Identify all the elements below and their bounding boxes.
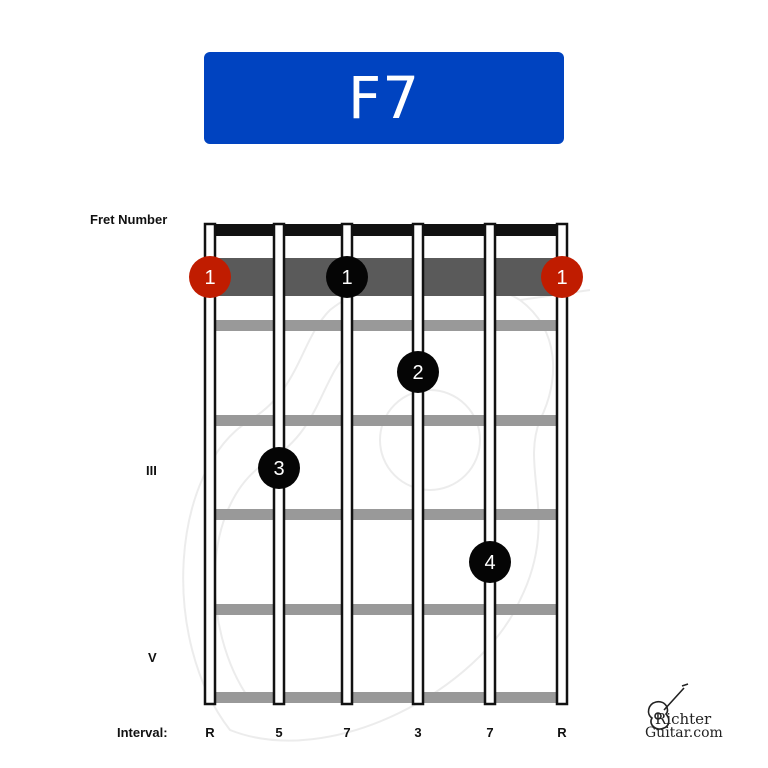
fret-line-2 [210, 415, 562, 426]
fret-line-5 [210, 692, 562, 703]
finger-marker-dot [469, 541, 511, 583]
string-6 [555, 222, 569, 706]
finger-number: 2 [412, 362, 423, 384]
finger-number: 1 [556, 267, 567, 289]
fret-line-3 [210, 509, 562, 520]
finger-number: 1 [341, 267, 352, 289]
chord-title-banner: F7 [204, 52, 564, 144]
string-3 [340, 222, 354, 706]
string-4 [411, 222, 425, 706]
fret-number-label: Fret Number [90, 212, 168, 227]
string-1 [203, 222, 217, 706]
interval-2: 5 [275, 725, 283, 740]
interval-6: R [557, 725, 567, 740]
finger-marker: 4 [469, 541, 511, 583]
finger-marker: 1 [541, 256, 583, 298]
finger-marker-dot [258, 447, 300, 489]
nut [210, 224, 562, 236]
barre-bar [208, 258, 564, 296]
fret-line-4 [210, 604, 562, 615]
finger-marker: 2 [397, 351, 439, 393]
logo-text-line1: Richter [655, 710, 712, 728]
logo-text-line2: Guitar.com [645, 725, 723, 741]
finger-number: 4 [484, 552, 495, 574]
string-5 [483, 222, 497, 706]
interval-5: 7 [486, 725, 494, 740]
finger-number: 1 [204, 267, 215, 289]
finger-marker-dot [189, 256, 231, 298]
finger-markers: 1 1 1 2 3 4 [189, 256, 583, 583]
finger-number: 3 [273, 458, 284, 480]
interval-1: R [205, 725, 215, 740]
richter-guitar-logo-icon [647, 683, 689, 730]
fret-line-1 [210, 320, 562, 331]
finger-marker-dot [326, 256, 368, 298]
finger-marker: 3 [258, 447, 300, 489]
chord-title: F7 [347, 64, 421, 132]
fret-3-label: III [146, 463, 157, 478]
fret-5-label: V [148, 650, 157, 665]
finger-marker: 1 [326, 256, 368, 298]
finger-marker-dot [397, 351, 439, 393]
interval-label: Interval: [117, 725, 168, 740]
interval-3: 7 [343, 725, 351, 740]
fret-lines [210, 320, 562, 703]
finger-marker-dot [541, 256, 583, 298]
finger-marker: 1 [189, 256, 231, 298]
interval-4: 3 [414, 725, 422, 740]
